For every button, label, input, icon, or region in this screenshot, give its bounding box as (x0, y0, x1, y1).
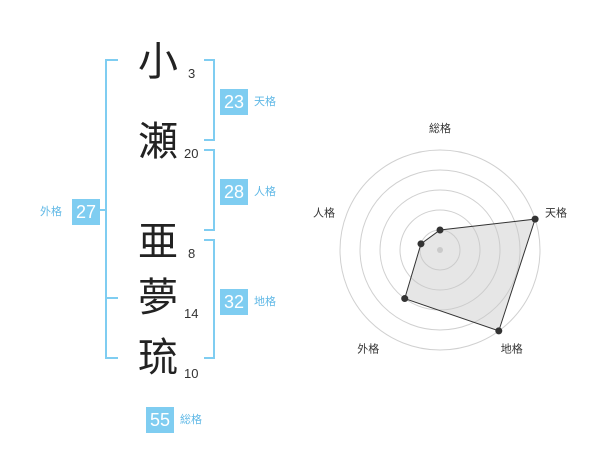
name-char-2: 瀬 (138, 119, 178, 165)
radar-axis-label-4: 外格 (357, 342, 379, 356)
name-char-1: 小 (138, 39, 178, 85)
stroke-count-3: 8 (188, 246, 196, 261)
tenkaku-label: 天格 (254, 95, 276, 108)
radar-grid-ring (379, 189, 501, 311)
chikaku-bracket (204, 239, 215, 359)
soukaku-badge: 55 (146, 407, 174, 433)
radar-point-4 (401, 295, 409, 303)
gaikaku-label: 外格 (40, 205, 62, 218)
name-char-4: 夢 (138, 275, 178, 321)
name-char-3: 亜 (138, 219, 178, 265)
radar-grid-ring (399, 209, 481, 291)
radar-axis-label-3: 地格 (501, 342, 523, 356)
gaikaku-badge: 27 (72, 199, 100, 225)
radar-grid-ring (339, 149, 541, 351)
soukaku-label: 総格 (180, 413, 202, 426)
stroke-count-1: 3 (188, 66, 196, 81)
radar-center-dot (437, 247, 443, 253)
stroke-count-5: 10 (184, 366, 199, 381)
stroke-count-4: 14 (184, 306, 199, 321)
jinkaku-badge: 28 (220, 179, 248, 205)
radar-grid-ring (359, 169, 521, 331)
radar-series-area (404, 218, 536, 332)
radar-point-1 (436, 226, 444, 234)
stroke-count-2: 20 (184, 146, 199, 161)
jinkaku-bracket (204, 149, 215, 231)
radar-axis-label-5: 人格 (313, 205, 335, 219)
chikaku-badge: 32 (220, 289, 248, 315)
radar-axis-label-1: 総格 (429, 121, 451, 135)
radar-point-3 (495, 327, 503, 335)
radar-axis-label-2: 天格 (545, 205, 567, 219)
name-char-5: 琉 (138, 335, 178, 381)
jinkaku-label: 人格 (254, 185, 276, 198)
radar-point-5 (417, 240, 425, 248)
tenkaku-badge: 23 (220, 89, 248, 115)
chikaku-label: 地格 (254, 295, 276, 308)
radar-point-2 (531, 215, 539, 223)
tenkaku-bracket (204, 59, 215, 141)
